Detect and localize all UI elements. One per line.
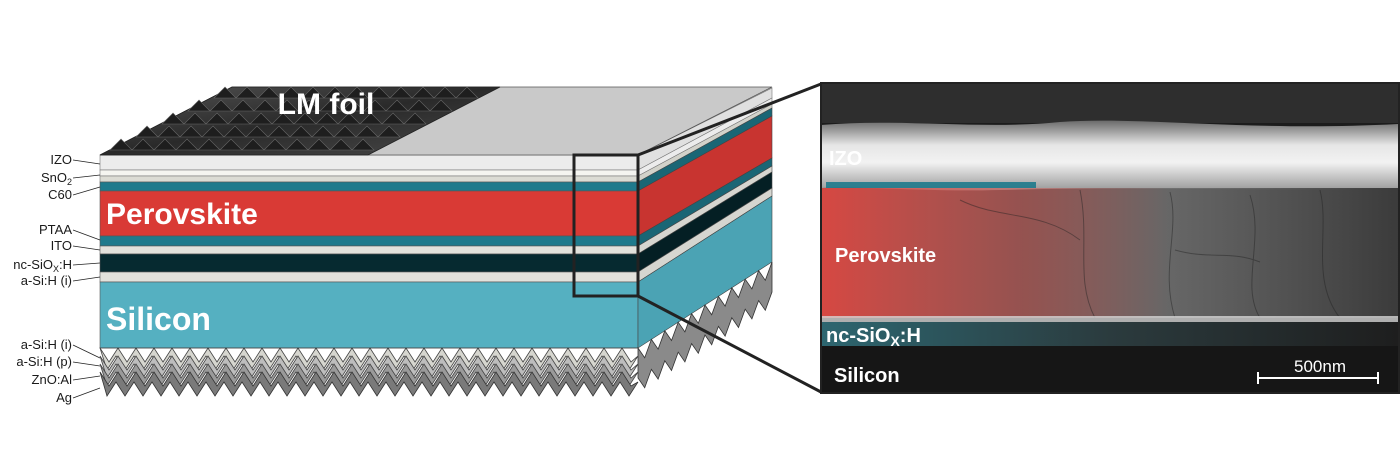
perovskite-layer bbox=[99, 190, 639, 237]
ncsiox-layer bbox=[99, 253, 639, 273]
label-ptaa: PTAA bbox=[39, 222, 72, 237]
stack-front-face bbox=[99, 154, 639, 349]
sem-silicon-label: Silicon bbox=[834, 365, 900, 387]
izo-layer bbox=[99, 154, 639, 171]
silicon-label: Silicon bbox=[106, 301, 211, 337]
label-asih-i-top: a-Si:H (i) bbox=[21, 273, 72, 288]
sem-ncsiox-label: nc-SiOX:H bbox=[826, 325, 921, 349]
sem-perovskite-label: Perovskite bbox=[835, 245, 936, 267]
label-asih-i-bottom: a-Si:H (i) bbox=[21, 337, 72, 352]
layer-labels: IZO SnO2 C60 PTAA ITO nc-SiOX:H a-Si:H (… bbox=[13, 152, 101, 405]
label-ncsiox: nc-SiOX:H bbox=[13, 257, 72, 274]
label-ag: Ag bbox=[56, 390, 72, 405]
ag-layer bbox=[99, 371, 639, 397]
sem-izo-label: IZO bbox=[829, 148, 862, 170]
sem-izo-region bbox=[821, 120, 1399, 191]
asih-i-layer bbox=[99, 271, 639, 283]
stack-side-face bbox=[637, 87, 773, 389]
perovskite-label: Perovskite bbox=[106, 198, 258, 231]
sem-image bbox=[821, 83, 1399, 393]
label-izo: IZO bbox=[50, 152, 72, 167]
zoom-indicator bbox=[572, 82, 822, 394]
lm-foil-label: LM foil bbox=[278, 88, 375, 121]
label-asih-p: a-Si:H (p) bbox=[16, 354, 72, 369]
ptaa-layer bbox=[99, 235, 639, 247]
ito-layer bbox=[99, 245, 639, 255]
label-c60: C60 bbox=[48, 187, 72, 202]
scale-bar-label: 500nm bbox=[1294, 357, 1346, 376]
sem-perovskite-region bbox=[821, 188, 1399, 318]
sem-ncsiox-region bbox=[821, 322, 1399, 346]
scale-bar: 500nm bbox=[1257, 357, 1379, 384]
stack-bottom-texture bbox=[99, 347, 639, 397]
sno2-layer bbox=[99, 169, 639, 177]
label-znoal: ZnO:Al bbox=[32, 372, 73, 387]
lm-foil: LM foil bbox=[99, 86, 501, 156]
sno2-layer-2 bbox=[99, 175, 639, 183]
sem-silicon-region bbox=[821, 346, 1399, 393]
label-ito: ITO bbox=[51, 238, 72, 253]
c60-layer bbox=[99, 181, 639, 192]
label-sno2: SnO2 bbox=[41, 170, 72, 187]
